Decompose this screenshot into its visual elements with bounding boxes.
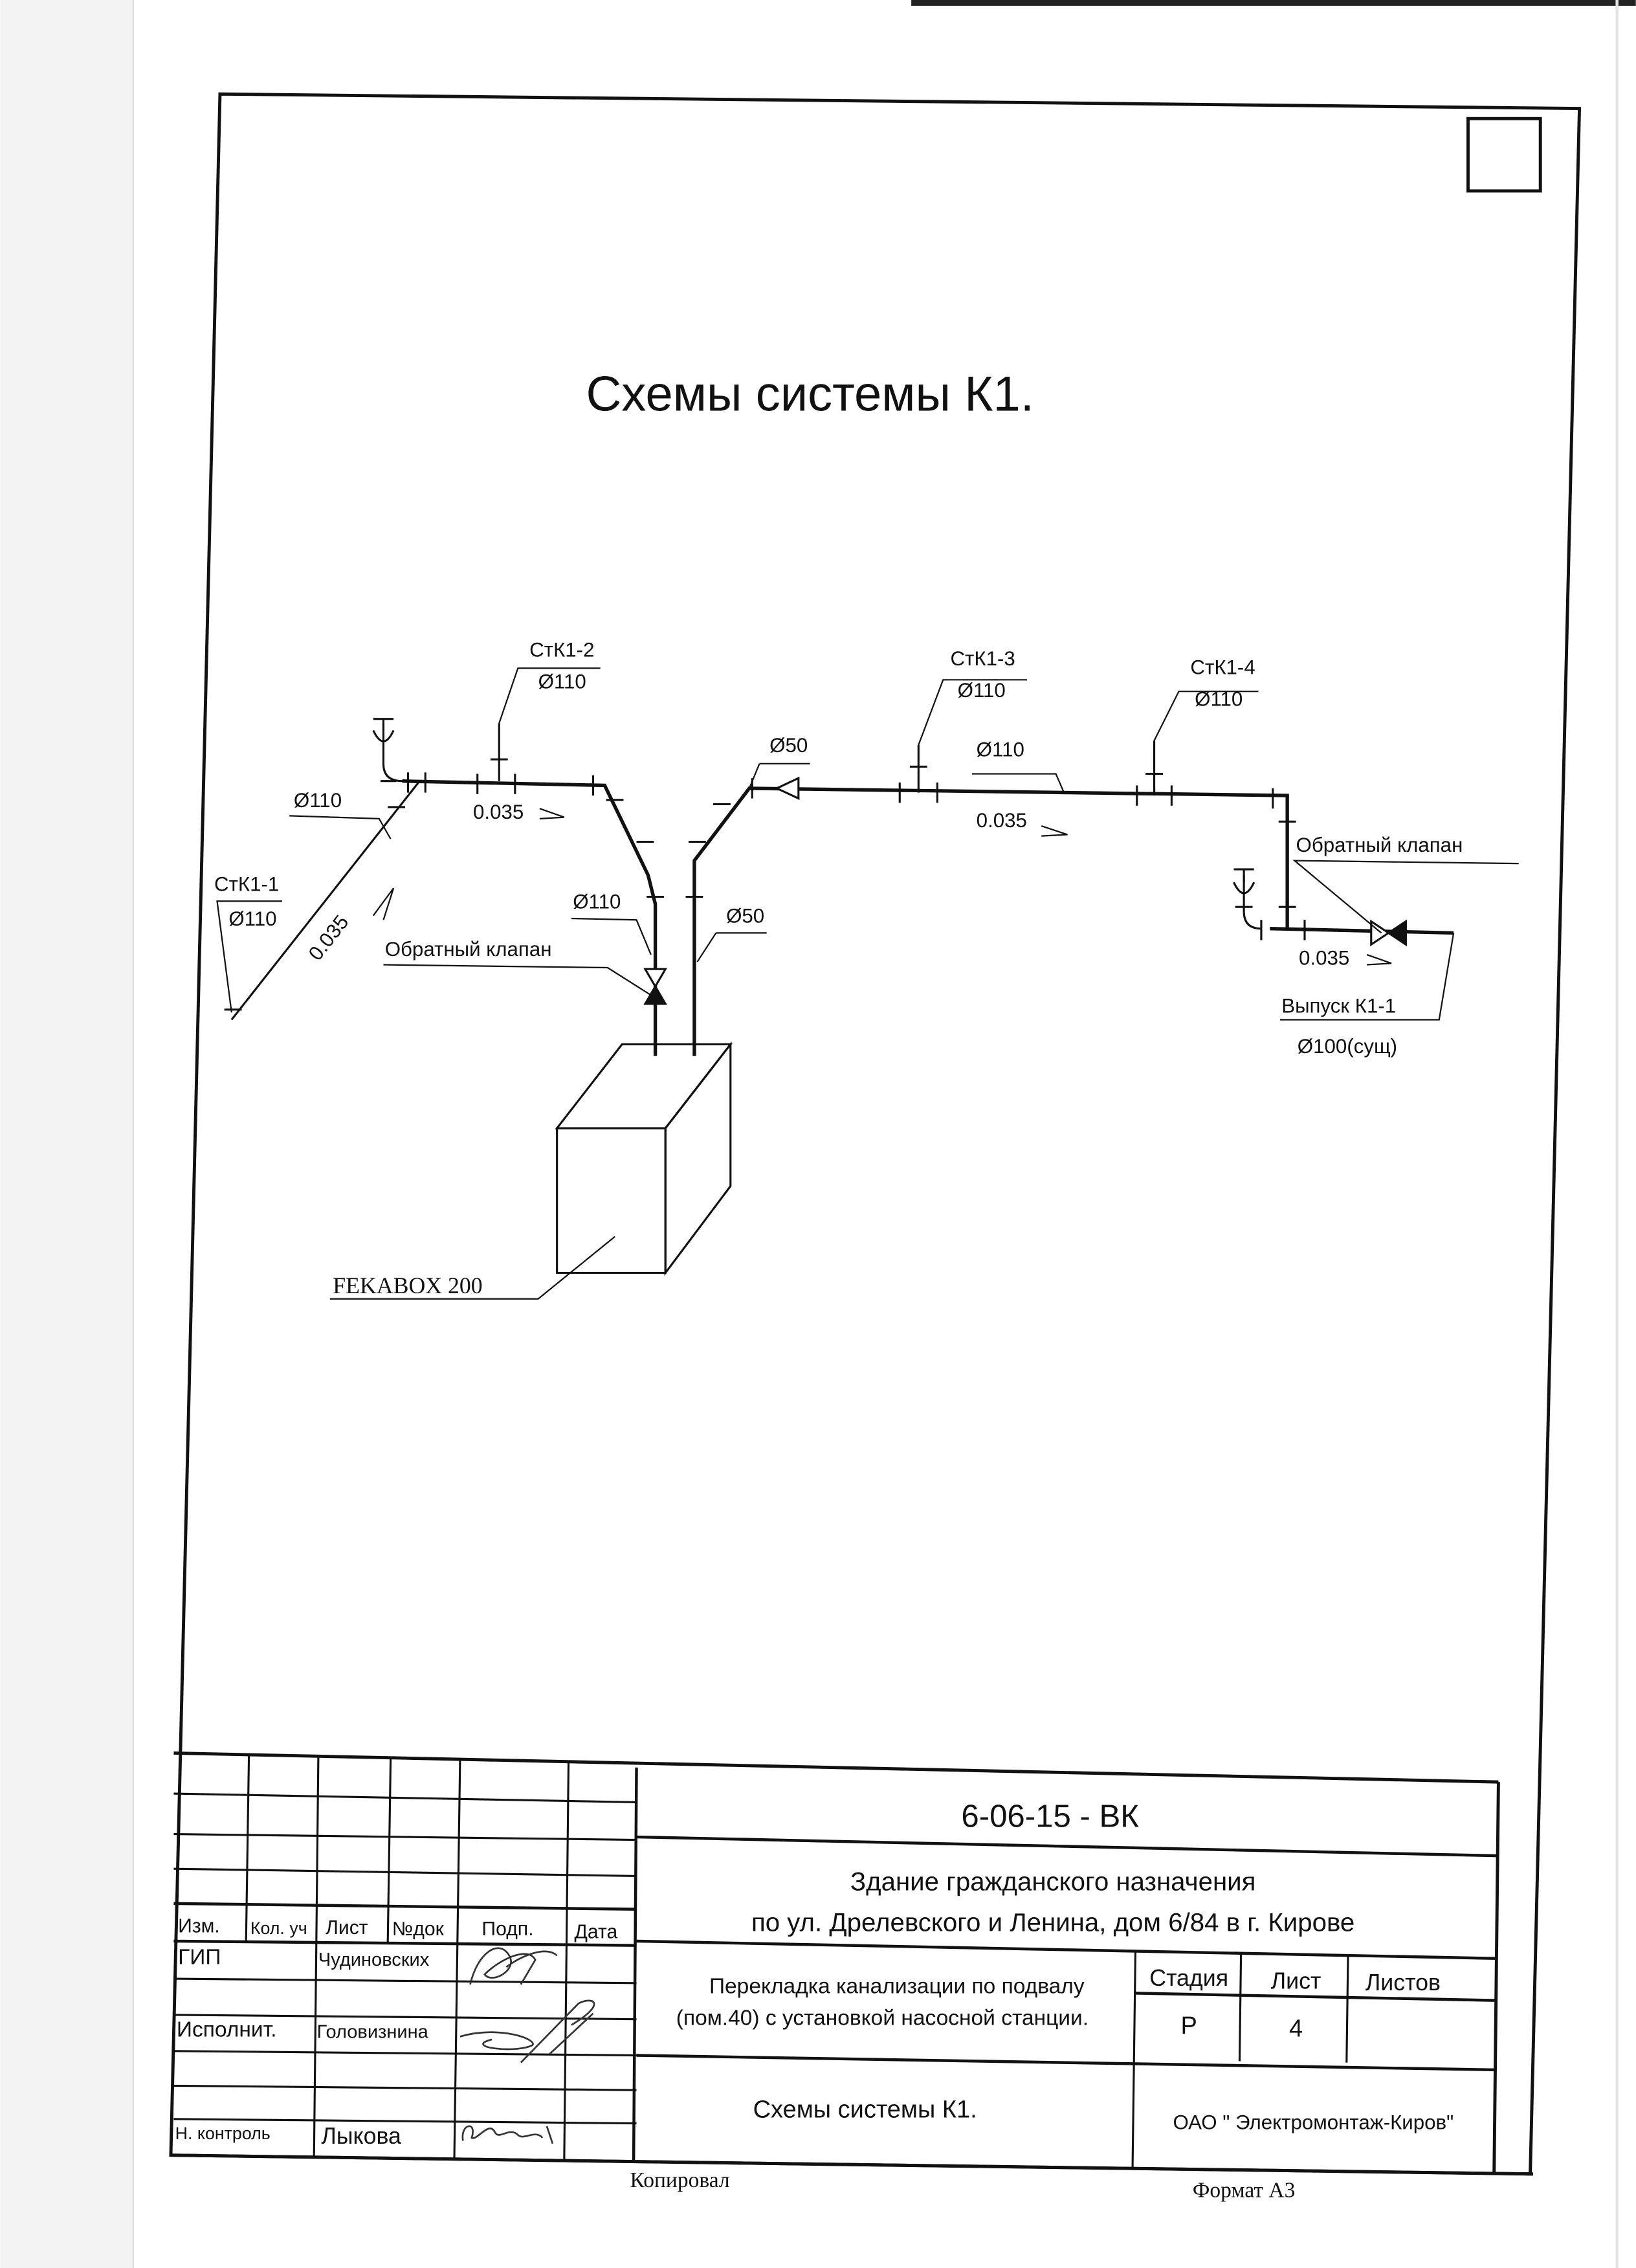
sheet-header: Лист xyxy=(1271,1968,1321,1994)
header-kol: Кол. уч xyxy=(250,1918,307,1938)
building-line-2: по ул. Дрелевского и Ленина, дом 6/84 в … xyxy=(751,1907,1354,1937)
scan-edge-left xyxy=(0,0,133,2268)
label-check-valve-right: Обратный клапан xyxy=(1296,834,1463,856)
label-diameter-top: Ø110 xyxy=(977,739,1024,761)
header-podp: Подп. xyxy=(481,1918,533,1940)
name-executor: Головизнина xyxy=(317,2022,429,2043)
header-ndok: №док xyxy=(392,1918,445,1940)
label-diameter-mid: Ø110 xyxy=(573,890,621,913)
title-block: Изм. Кол. уч Лист №док Подп. Дата ГИП Чу… xyxy=(170,1751,1534,2203)
signature-gip xyxy=(469,1947,558,1985)
label-check-valve-left: Обратный клапан xyxy=(385,938,552,961)
sheet-value: 4 xyxy=(1289,2015,1303,2042)
name-norm-control: Лыкова xyxy=(321,2123,401,2149)
sheet-title: Схемы системы К1. xyxy=(753,2096,977,2124)
document-code: 6-06-15 - ВК xyxy=(961,1798,1139,1834)
signature-executor xyxy=(459,1999,595,2063)
company-name: ОАО " Электромонтаж-Киров" xyxy=(1173,2111,1454,2133)
label-stk1-1: СтК1-1 xyxy=(214,873,279,896)
label-slope-right: 0.035 xyxy=(977,809,1027,832)
role-executor: Исполнит. xyxy=(177,2018,277,2041)
check-valve-right-icon xyxy=(1370,919,1407,947)
stage-value: Р xyxy=(1181,2012,1197,2040)
stage-header: Стадия xyxy=(1149,1965,1228,1991)
pump-station-box xyxy=(329,1041,733,1300)
signature-norm-control xyxy=(461,2125,554,2144)
name-gip: Чудиновских xyxy=(318,1950,430,1970)
leader-lines xyxy=(216,667,1519,1021)
label-stk1-2-diameter: Ø110 xyxy=(538,671,586,693)
frame-corner-box xyxy=(1466,117,1542,193)
label-diameter-50-top: Ø50 xyxy=(769,734,808,757)
copied-label: Копировал xyxy=(630,2168,730,2192)
role-gip: ГИП xyxy=(178,1946,221,1970)
scan-edge-top xyxy=(911,0,1636,6)
drawing-title: Схемы системы К1. xyxy=(586,367,1034,422)
label-stk1-1-diameter: Ø110 xyxy=(228,907,276,930)
label-diameter-left: Ø110 xyxy=(294,789,342,812)
header-izm: Изм. xyxy=(178,1916,220,1937)
sheets-header: Листов xyxy=(1365,1970,1441,1996)
label-slope-left: 0.035 xyxy=(473,801,524,823)
work-line-2: (пом.40) с установкой насосной станции. xyxy=(676,2007,1089,2030)
label-outlet: Выпуск К1-1 xyxy=(1281,994,1396,1017)
label-diameter-50-mid: Ø50 xyxy=(726,905,764,928)
building-line-1: Здание гражданского назначения xyxy=(850,1867,1256,1896)
check-valve-arrow-icon xyxy=(774,776,800,801)
label-stk1-3: СтК1-3 xyxy=(950,647,1015,670)
label-slope-outlet: 0.035 xyxy=(1299,947,1349,970)
label-stk1-4: СтК1-4 xyxy=(1190,656,1255,678)
header-data: Дата xyxy=(574,1921,617,1942)
role-norm-control: Н. контроль xyxy=(175,2124,271,2143)
format-label: Формат А3 xyxy=(1193,2179,1295,2203)
header-list: Лист xyxy=(326,1917,368,1939)
work-line-1: Перекладка канализации по подвалу xyxy=(709,1974,1085,1998)
label-pump-station: FEKABOX 200 xyxy=(333,1273,482,1298)
label-stk1-4-diameter: Ø110 xyxy=(1195,688,1243,711)
label-outlet-diameter: Ø100(сущ) xyxy=(1298,1035,1397,1058)
slope-arrows xyxy=(372,808,1392,966)
label-stk1-2: СтК1-2 xyxy=(529,639,594,662)
label-stk1-3-diameter: Ø110 xyxy=(958,679,1006,702)
